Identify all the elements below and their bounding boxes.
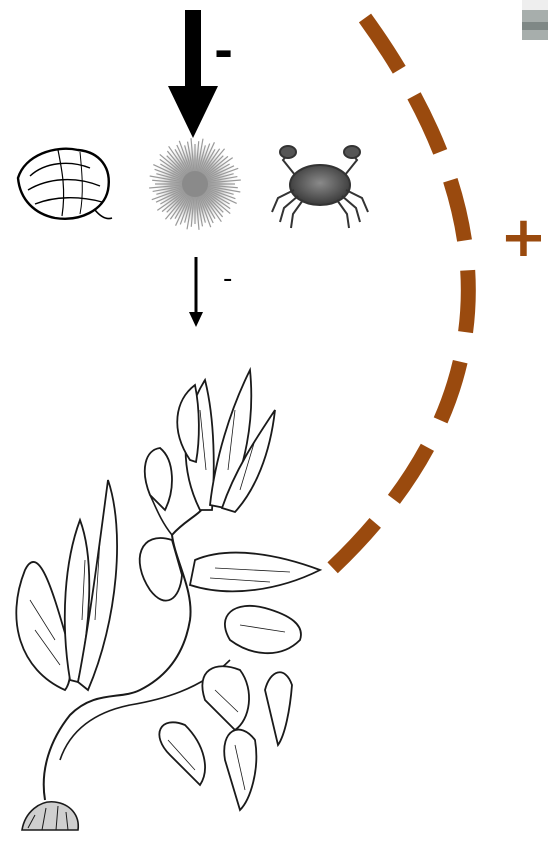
- grazer-arrow: [189, 257, 203, 327]
- snail-icon: [18, 149, 112, 219]
- sea-urchin-icon: [149, 138, 241, 230]
- kelp-icon: [16, 370, 320, 830]
- crab-icon: [272, 146, 368, 228]
- grazer-effect-sign: -: [223, 266, 232, 292]
- predator-arrow: [168, 10, 218, 138]
- indirect-effect-sign: +: [500, 210, 547, 266]
- indirect-effect-arc: [325, 18, 468, 575]
- predator-effect-sign: -: [214, 28, 233, 74]
